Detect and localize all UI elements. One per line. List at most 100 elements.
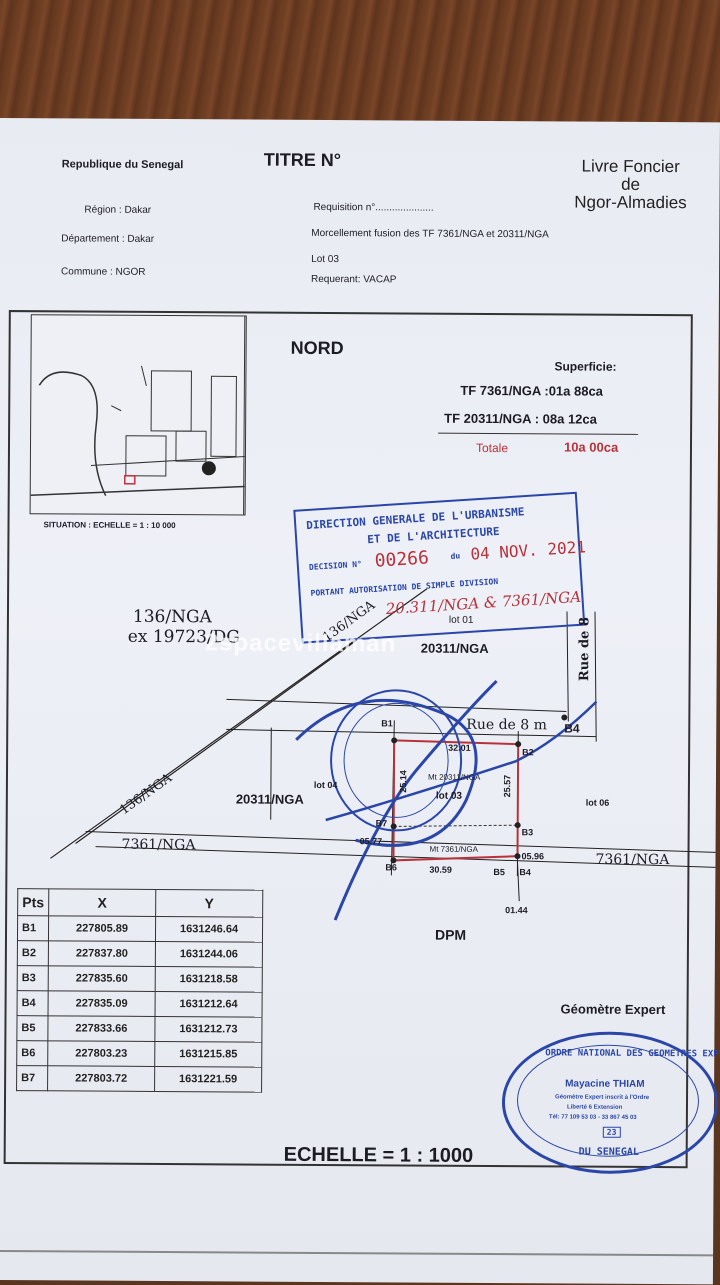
dist-0144: 01.44 <box>505 905 528 916</box>
watermark: 2spacevillaman <box>204 629 397 658</box>
table-row: B3 227835.60 1631218.58 <box>17 965 263 993</box>
livre-line-2: de <box>621 174 641 194</box>
stamp-ring-top: ORDRE NATIONAL DES GEOMETRES EXPERTS <box>545 1048 720 1060</box>
vertex-b3: B3 <box>521 827 534 838</box>
rue-de-8m-label: Rue de 8 m <box>466 716 547 734</box>
totale-value: 10a 00ca <box>563 439 619 455</box>
cell-y: 1631212.73 <box>154 1016 263 1043</box>
stamp-decision-label: DECISION N° <box>308 559 363 572</box>
commune-label: Commune : NGOR <box>61 266 146 278</box>
livre-line-3: Ngor-Almadies <box>574 192 687 213</box>
table-row: B5 227833.66 1631212.73 <box>16 1015 263 1043</box>
stamp-decision-number: 00266 <box>374 547 430 572</box>
cell-pt: B2 <box>17 940 49 966</box>
stamp-detail-2: Liberté 6 Extension <box>566 1104 623 1111</box>
page-bottom-line <box>0 1249 714 1257</box>
dist-0577: 05.77 <box>359 836 383 847</box>
cell-x: 227803.72 <box>47 1065 155 1092</box>
livre-line-1: Livre Foncier <box>581 156 680 177</box>
vertex-b4-bottom: B4 <box>519 867 531 878</box>
dist-bottom: 30.59 <box>429 864 452 875</box>
cell-x: 227835.60 <box>48 965 156 992</box>
title-number: TITRE N° <box>263 149 342 171</box>
dist-top: 32.01 <box>448 742 471 753</box>
cell-pt: B7 <box>16 1065 48 1091</box>
situation-inset <box>29 314 247 516</box>
nord-label: NORD <box>290 337 344 359</box>
cell-x: 227835.09 <box>48 990 156 1017</box>
tf1-area: TF 7361/NGA :01a 88ca <box>460 382 603 399</box>
stamp-du: du <box>450 551 461 561</box>
document-page: Republique du Senegal TITRE N° Livre Fon… <box>0 118 720 1285</box>
rue-de-8-vertical: Rue de 8 <box>577 617 593 682</box>
cell-x: 227837.80 <box>48 940 156 967</box>
table-row: B1 227805.89 1631246.64 <box>17 915 263 943</box>
situation-scale-label: SITUATION : ECHELLE = 1 : 10 000 <box>43 520 176 531</box>
parcel-20311-left: 20311/NGA <box>235 791 304 807</box>
requerant-label: Requerant: VACAP <box>310 273 397 286</box>
header-x: X <box>48 888 156 917</box>
country-label: Republique du Senegal <box>61 158 184 172</box>
lot04-label: lot 04 <box>313 779 338 791</box>
cell-y: 1631215.85 <box>154 1041 262 1068</box>
cell-y: 1631218.58 <box>155 966 263 993</box>
requisition-label: Requisition n°..................... <box>313 201 434 214</box>
totale-label: Totale <box>475 440 509 456</box>
tf2-area: TF 20311/NGA : 08a 12ca <box>444 410 597 427</box>
dist-right: 25.57 <box>502 774 513 798</box>
cell-x: 227833.66 <box>47 1015 156 1042</box>
table-row: B6 227803.23 1631215.85 <box>16 1040 262 1068</box>
parcel-20311-top: 20311/NGA <box>420 640 489 656</box>
echelle-label: ECHELLE = 1 : 1000 <box>283 1143 474 1167</box>
cell-pt: B3 <box>17 965 49 991</box>
coordinates-table: Pts X Y B1 227805.89 1631246.64 B2 22783… <box>16 888 263 1093</box>
geometres-stamp: ORDRE NATIONAL DES GEOMETRES EXPERTS May… <box>501 1031 720 1175</box>
stamp-ring-bottom: DU SENEGAL <box>578 1146 639 1158</box>
cell-pt: B4 <box>17 990 49 1016</box>
vertex-b1: B1 <box>381 718 393 729</box>
vertex-b7: B7 <box>375 818 388 829</box>
dist-0596: 05.96 <box>521 851 545 862</box>
stamp-date: 04 NOV. 2021 <box>469 537 587 564</box>
lot01-label: lot 01 <box>448 614 474 626</box>
cell-y: 1631246.64 <box>155 916 263 943</box>
cell-pt: B5 <box>16 1015 49 1041</box>
mt20311-label: Mt 20311/NGA <box>427 772 481 782</box>
vertex-b5: B5 <box>493 867 505 878</box>
stamp-number: 23 <box>602 1126 621 1138</box>
geometre-expert-label: Géomètre Expert <box>560 1001 666 1018</box>
table-row: B7 227803.72 1631221.59 <box>16 1065 262 1093</box>
morcellement-label: Morcellement fusion des TF 7361/NGA et 2… <box>311 227 549 241</box>
vertex-b6: B6 <box>385 862 397 873</box>
livre-foncier-block: Livre Foncier de Ngor-Almadies <box>555 156 705 213</box>
vertex-b4-top: B4 <box>564 721 580 736</box>
superficie-label: Superficie: <box>554 359 617 374</box>
cell-pt: B1 <box>17 915 49 941</box>
situation-map-icon <box>30 365 245 496</box>
table-row: B4 227835.09 1631212.64 <box>17 990 263 1018</box>
parcel-7361-right: 7361/NGA <box>595 851 670 869</box>
stamp-name: Mayacine THIAM <box>565 1078 645 1090</box>
parcel-7361-left: 7361/NGA <box>121 836 196 854</box>
table-header-row: Pts X Y <box>17 888 263 918</box>
lot03-label: lot 03 <box>435 790 463 802</box>
dpm-label: DPM <box>434 926 467 943</box>
header-y: Y <box>155 889 263 918</box>
parcel-136-label: 136/NGA <box>132 606 212 628</box>
vertex-b2: B2 <box>522 747 534 758</box>
cell-y: 1631212.64 <box>155 991 263 1018</box>
lot-label: Lot 03 <box>311 253 339 266</box>
region-label: Région : Dakar <box>84 204 152 216</box>
departement-label: Département : Dakar <box>61 233 155 245</box>
stamp-handwritten: 20.311/NGA & 7361/NGA <box>385 587 582 619</box>
table-row: B2 227837.80 1631244.06 <box>17 940 263 968</box>
stamp-detail-3: Tél: 77 109 53 03 - 33 867 45 03 <box>548 1114 637 1121</box>
header-pts: Pts <box>17 888 49 916</box>
dist-left: 25.14 <box>398 770 409 793</box>
cell-pt: B6 <box>16 1040 48 1066</box>
wooden-table-background <box>0 0 720 130</box>
cell-y: 1631221.59 <box>154 1066 262 1093</box>
lot06-label: lot 06 <box>585 797 610 808</box>
stamp-detail-1: Géomètre Expert inscrit à l'Ordre <box>555 1094 650 1101</box>
cell-x: 227803.23 <box>47 1040 155 1067</box>
